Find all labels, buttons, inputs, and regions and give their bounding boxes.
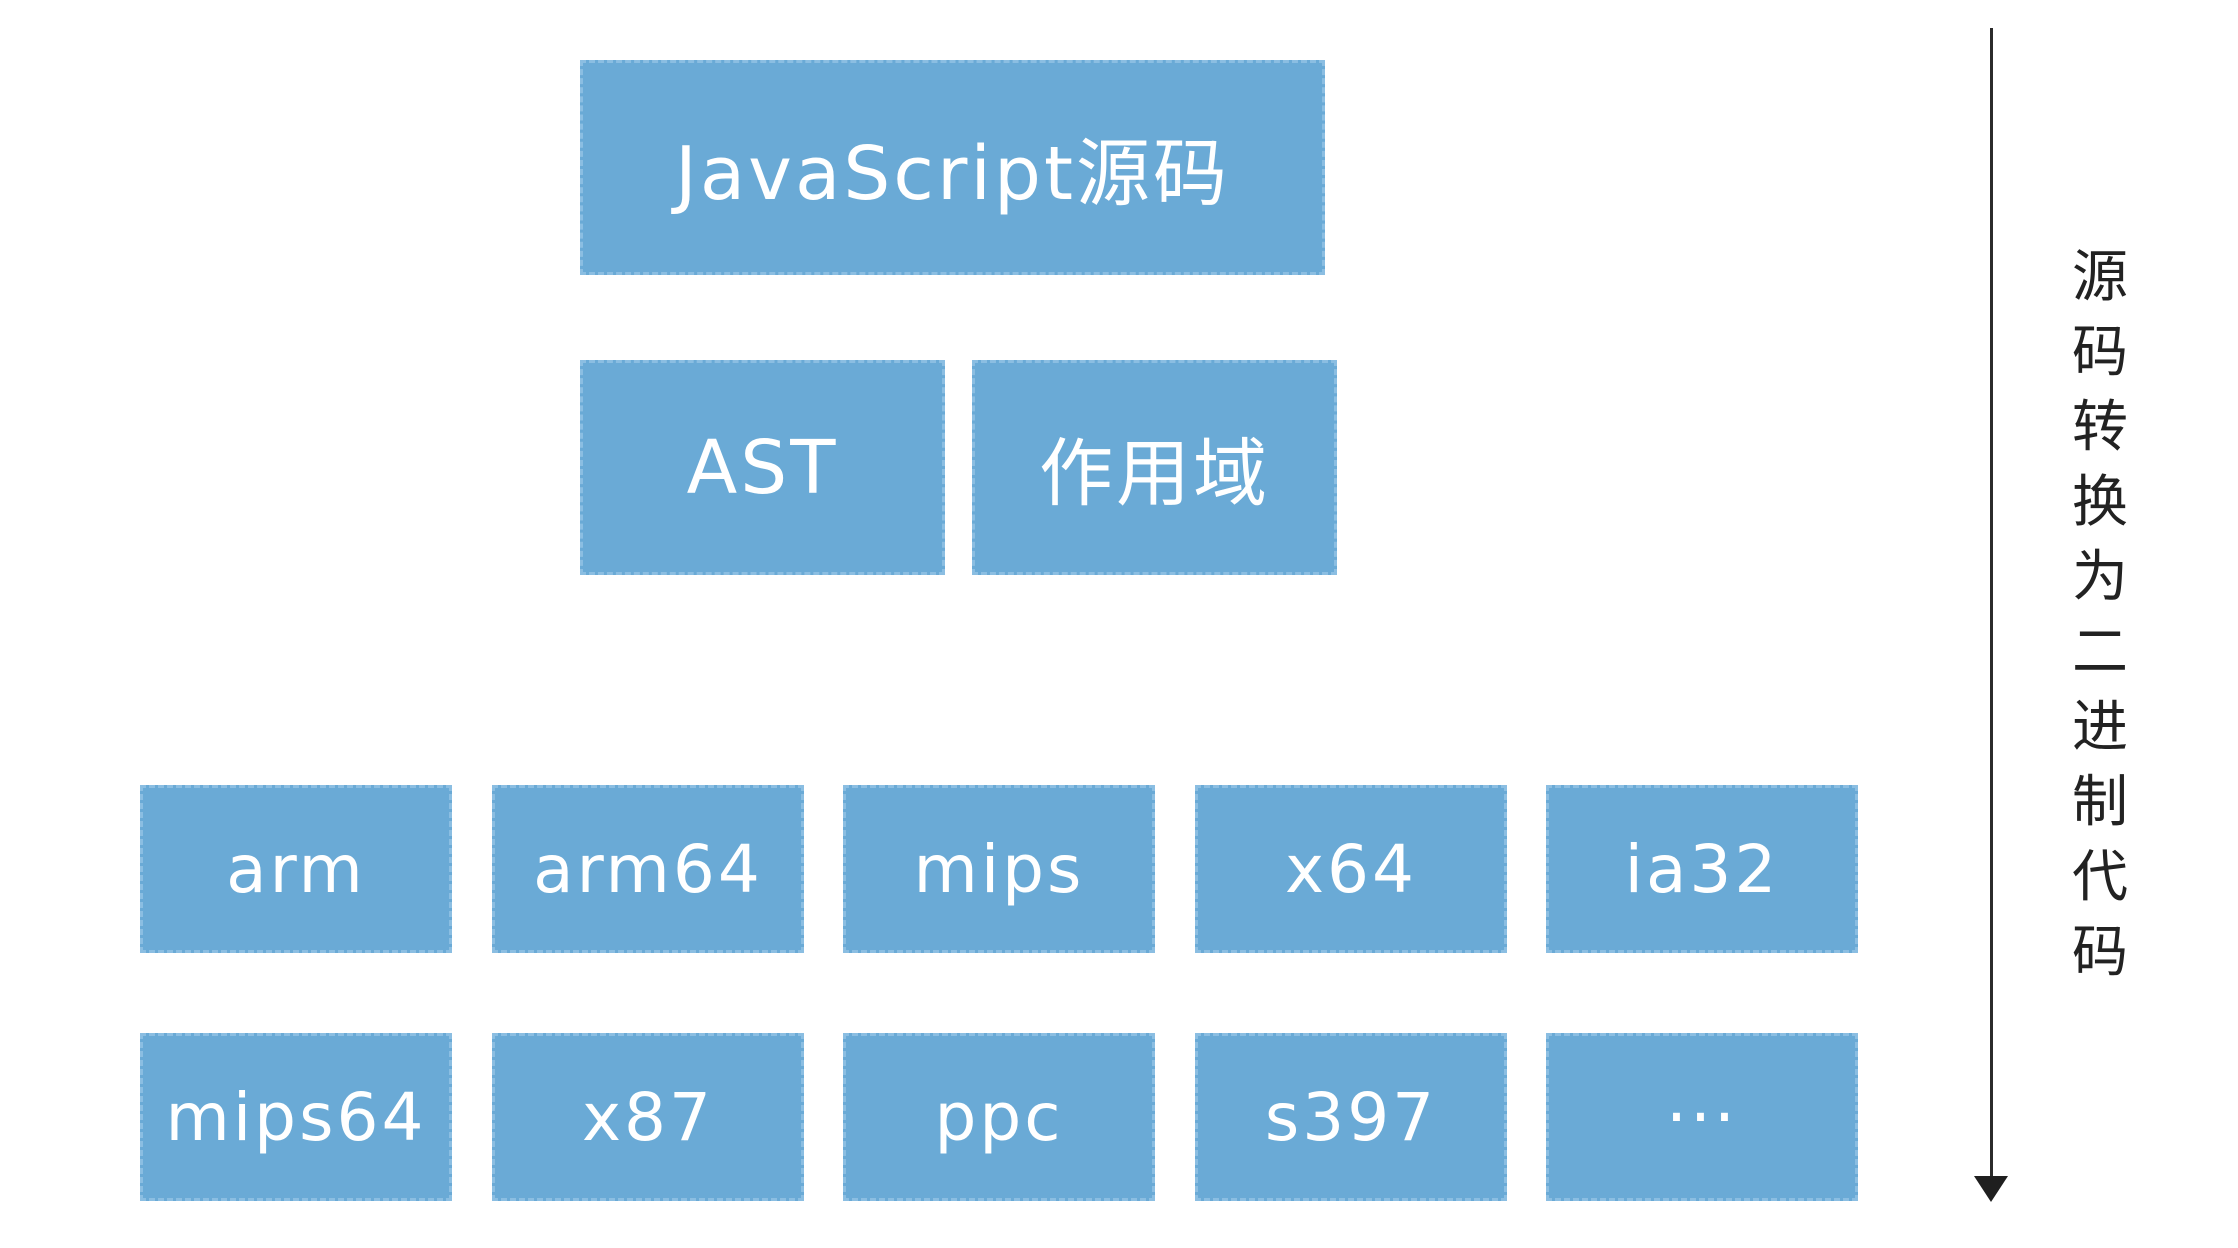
arch-label: x87 (581, 1078, 715, 1156)
arch-box: mips64 (140, 1033, 452, 1201)
conversion-arrow-line (1990, 28, 1993, 1178)
ast-box: AST (580, 360, 945, 575)
arch-box: ia32 (1546, 785, 1858, 953)
arch-label: mips64 (165, 1078, 427, 1156)
arch-label: ··· (1666, 1078, 1738, 1156)
arch-box: ppc (843, 1033, 1155, 1201)
arch-label: arm (226, 830, 366, 908)
arch-label: ia32 (1624, 830, 1780, 908)
arch-box: x64 (1195, 785, 1507, 953)
javascript-source-label: JavaScript源码 (675, 131, 1230, 217)
arch-label: ppc (934, 1078, 1064, 1156)
arch-box: arm (140, 785, 452, 953)
arch-box: mips (843, 785, 1155, 953)
arch-box: ··· (1546, 1033, 1858, 1201)
arch-label: s397 (1264, 1078, 1438, 1156)
arch-label: mips (913, 830, 1085, 908)
arch-label: x64 (1284, 830, 1418, 908)
arch-box: s397 (1195, 1033, 1507, 1201)
arch-label: arm64 (533, 830, 763, 908)
conversion-label: 源码转换为二进制代码 (2072, 245, 2128, 985)
javascript-source-box: JavaScript源码 (580, 60, 1325, 275)
arrow-down-icon (1974, 1176, 2008, 1202)
ast-label: AST (686, 424, 839, 511)
arch-box: arm64 (492, 785, 804, 953)
scope-box: 作用域 (972, 360, 1337, 575)
scope-label: 作用域 (1039, 431, 1270, 517)
arch-box: x87 (492, 1033, 804, 1201)
